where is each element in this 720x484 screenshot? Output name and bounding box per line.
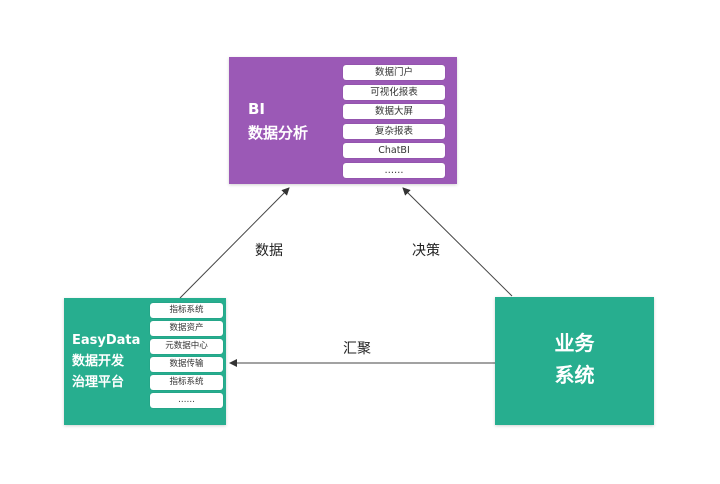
bi-feature-item: 数据门户 [343, 65, 445, 80]
business-system-box: 业务 系统 [495, 297, 654, 425]
easydata-feature-item: 元数据中心 [150, 339, 223, 354]
edge-label-aggregate: 汇聚 [343, 341, 371, 357]
bi-feature-item: …… [343, 162, 445, 178]
bi-feature-item: ChatBI [343, 143, 445, 158]
arrow-decision-to-bi [402, 187, 513, 297]
bi-feature-list: 数据门户 可视化报表 数据大屏 复杂报表 ChatBI …… [343, 65, 445, 178]
easydata-title-line3: 治理平台 [72, 375, 125, 390]
edge-label-data: 数据 [255, 243, 283, 259]
business-title: 业务 系统 [495, 327, 654, 391]
bi-title-line1: BI [248, 100, 266, 118]
easydata-title-line2: 数据开发 [72, 354, 125, 369]
easydata-feature-item: 指标系统 [150, 375, 223, 390]
business-title-line2: 系统 [554, 363, 595, 387]
edge-label-decision: 决策 [412, 243, 440, 259]
easydata-feature-item: 指标系统 [150, 303, 223, 318]
bi-feature-item: 数据大屏 [343, 104, 445, 119]
easydata-title: EasyData 数据开发 治理平台 [72, 330, 140, 393]
business-title-line1: 业务 [554, 331, 595, 355]
easydata-feature-item: 数据资产 [150, 321, 223, 336]
bi-analysis-box: BI 数据分析 数据门户 可视化报表 数据大屏 复杂报表 ChatBI …… [229, 57, 457, 184]
easydata-feature-item: 数据传输 [150, 357, 223, 372]
bi-feature-item: 可视化报表 [343, 84, 445, 100]
easydata-platform-box: EasyData 数据开发 治理平台 指标系统 数据资产 元数据中心 数据传输 … [64, 298, 226, 425]
easydata-title-line1: EasyData [72, 333, 141, 348]
easydata-feature-list: 指标系统 数据资产 元数据中心 数据传输 指标系统 …… [150, 303, 223, 408]
bi-feature-item: 复杂报表 [343, 123, 445, 139]
bi-title: BI 数据分析 [248, 97, 308, 145]
arrow-data-to-bi [179, 187, 290, 299]
easydata-feature-item: …… [150, 393, 223, 408]
bi-title-line2: 数据分析 [248, 124, 309, 142]
